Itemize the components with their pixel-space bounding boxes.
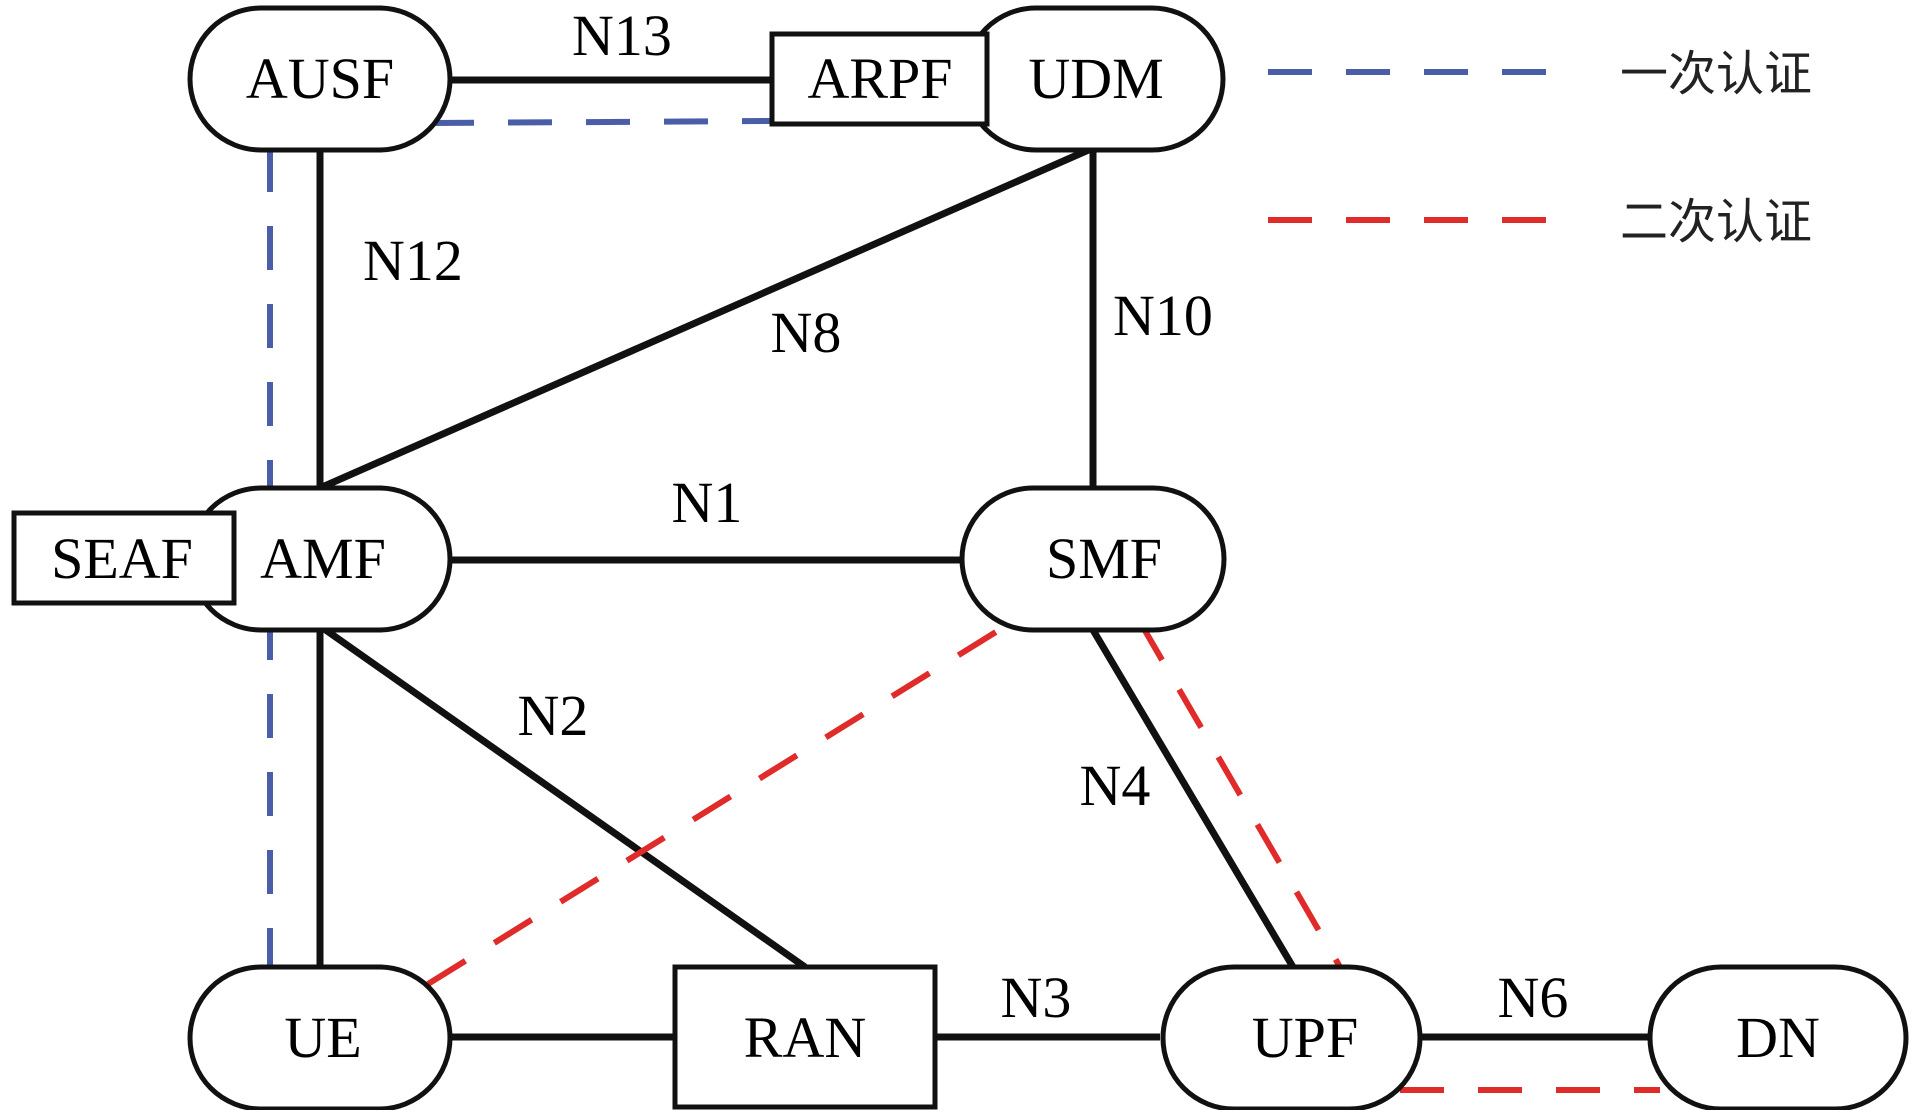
label-n13: N13 (572, 3, 672, 68)
label-n10: N10 (1113, 283, 1213, 348)
label-n3: N3 (1001, 965, 1072, 1030)
label-n4: N4 (1080, 753, 1151, 818)
secondary-auth-path (426, 619, 1660, 1093)
node-label: SEAF (51, 526, 193, 591)
node-label: DN (1736, 1005, 1820, 1070)
legend-primary-auth-label: 一次认证 (1620, 46, 1812, 102)
node-ue[interactable]: UE (187, 964, 453, 1110)
node-ausf[interactable]: AUSF (187, 5, 453, 153)
link-n8 (318, 144, 1095, 492)
secondary-auth-segment (1137, 620, 1343, 969)
node-upf[interactable]: UPF (1160, 964, 1423, 1110)
legend: 一次认证 二次认证 (1268, 46, 1812, 250)
node-label: AMF (260, 526, 386, 591)
node-seaf[interactable]: SEAF (11, 510, 237, 606)
node-label: ARPF (807, 46, 952, 111)
node-amf[interactable]: AMF (187, 485, 453, 633)
label-n6: N6 (1498, 965, 1569, 1030)
label-n2: N2 (518, 683, 589, 748)
node-ran[interactable]: RAN (672, 964, 938, 1110)
link-n2 (317, 623, 808, 970)
node-label: UE (284, 1005, 361, 1070)
label-n1: N1 (672, 470, 743, 535)
label-n12: N12 (363, 228, 463, 293)
node-dn[interactable]: DN (1647, 964, 1909, 1110)
node-arpf[interactable]: ARPF (769, 31, 990, 127)
node-smf[interactable]: SMF (959, 485, 1227, 633)
node-label: UDM (1028, 46, 1163, 111)
node-label: SMF (1046, 526, 1162, 591)
legend-secondary-auth-label: 二次认证 (1620, 194, 1812, 250)
link-n4 (1089, 628, 1297, 969)
primary-auth-segment (429, 118, 773, 126)
node-label: UPF (1252, 1005, 1358, 1070)
label-n8: N8 (771, 300, 842, 365)
secondary-auth-segment (426, 619, 1014, 987)
node-label: AUSF (246, 46, 394, 111)
node-udm[interactable]: UDM (962, 5, 1226, 153)
node-label: RAN (744, 1005, 866, 1070)
